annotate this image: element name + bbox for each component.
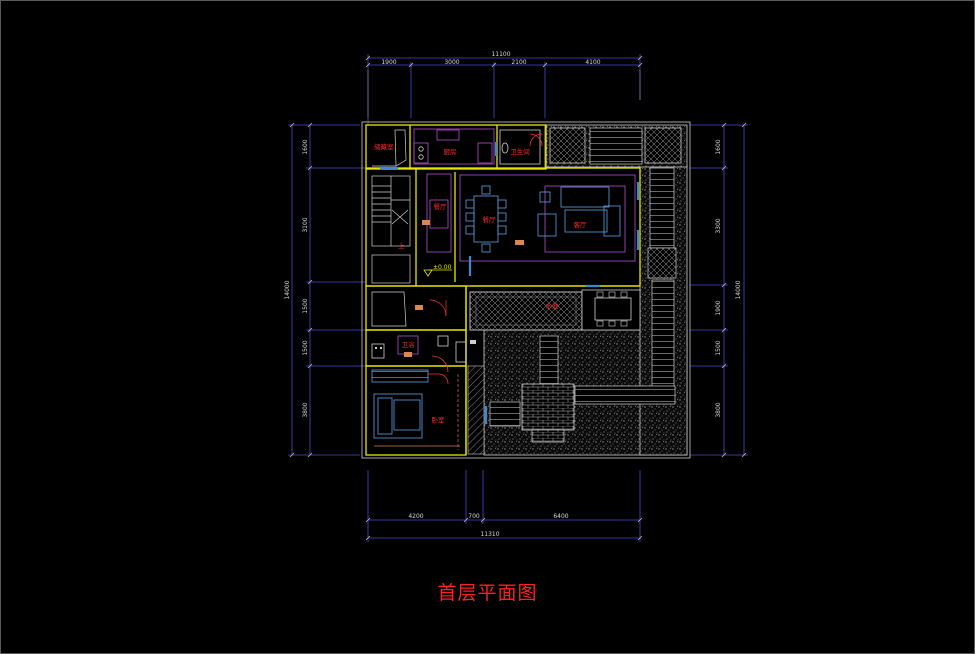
dining-area (426, 173, 507, 253)
column-markers (375, 340, 476, 349)
dim-left-seg-1: 1600 (302, 139, 309, 154)
dim-right-seg-2: 3300 (715, 218, 722, 233)
label-bedroom: 卧室 (432, 415, 446, 424)
toilet-fixtures (499, 129, 543, 165)
label-toilet: 卫生间 (510, 147, 530, 156)
furniture-marker (515, 240, 524, 245)
dim-right-seg-1: 1600 (715, 139, 722, 154)
label-dining: 餐厅 (483, 215, 497, 224)
dim-right-seg-5: 3800 (715, 402, 722, 417)
garden (467, 124, 688, 456)
staircase (371, 175, 411, 284)
left-dimensions (288, 122, 365, 458)
outer-wall-outline (361, 121, 691, 459)
dim-bottom-total: 11310 (480, 531, 499, 538)
dim-left-seg-2: 3100 (302, 217, 309, 232)
furniture-marker (404, 352, 412, 357)
dim-top-seg-4: 4100 (585, 59, 600, 66)
furniture-marker (415, 305, 423, 310)
bottom-dimensions (365, 470, 643, 542)
label-elevation: ±0.00 (433, 264, 452, 271)
label-living: 客厅 (574, 220, 588, 229)
label-pool: 水池 (546, 301, 560, 310)
pool (469, 289, 641, 331)
bath-fixtures (371, 335, 467, 373)
label-bath: 卫浴 (402, 340, 416, 349)
dim-top-seg-1: 1900 (381, 59, 396, 66)
dim-top-total: 11100 (491, 51, 510, 58)
elevation-marker (423, 269, 452, 277)
dim-right-total: 14000 (735, 280, 742, 299)
kitchen-fixtures (413, 128, 495, 165)
label-entry-storage: 储藏室 (374, 142, 394, 151)
drawing-title: 首层平面图 (437, 582, 538, 604)
furniture-marker (422, 220, 430, 225)
corridor (371, 291, 447, 327)
dim-left-total: 14000 (284, 280, 291, 299)
right-dimensions (690, 122, 748, 458)
label-stair-up: 上 (398, 241, 405, 250)
dim-left-seg-5: 3800 (302, 402, 309, 417)
dim-right-seg-4: 1500 (715, 340, 722, 355)
label-kitchen: 厨房 (444, 147, 457, 156)
dim-bottom-seg-2: 700 (468, 513, 480, 520)
house-walls (365, 124, 641, 456)
dim-top-seg-2: 3000 (444, 59, 459, 66)
windows (380, 142, 640, 424)
dim-left-seg-4: 1500 (302, 340, 309, 355)
living-area (459, 174, 636, 262)
entry-storage (372, 129, 407, 167)
label-dining-left: 餐厅 (434, 202, 448, 211)
bedroom-furniture (371, 369, 460, 450)
dim-top-seg-3: 2100 (511, 59, 526, 66)
dim-right-seg-3: 1900 (715, 300, 722, 315)
dim-bottom-seg-1: 4200 (408, 513, 423, 520)
top-extension-lines (367, 70, 641, 125)
dim-bottom-seg-3: 6400 (553, 513, 568, 520)
dim-left-seg-3: 1500 (302, 298, 309, 313)
